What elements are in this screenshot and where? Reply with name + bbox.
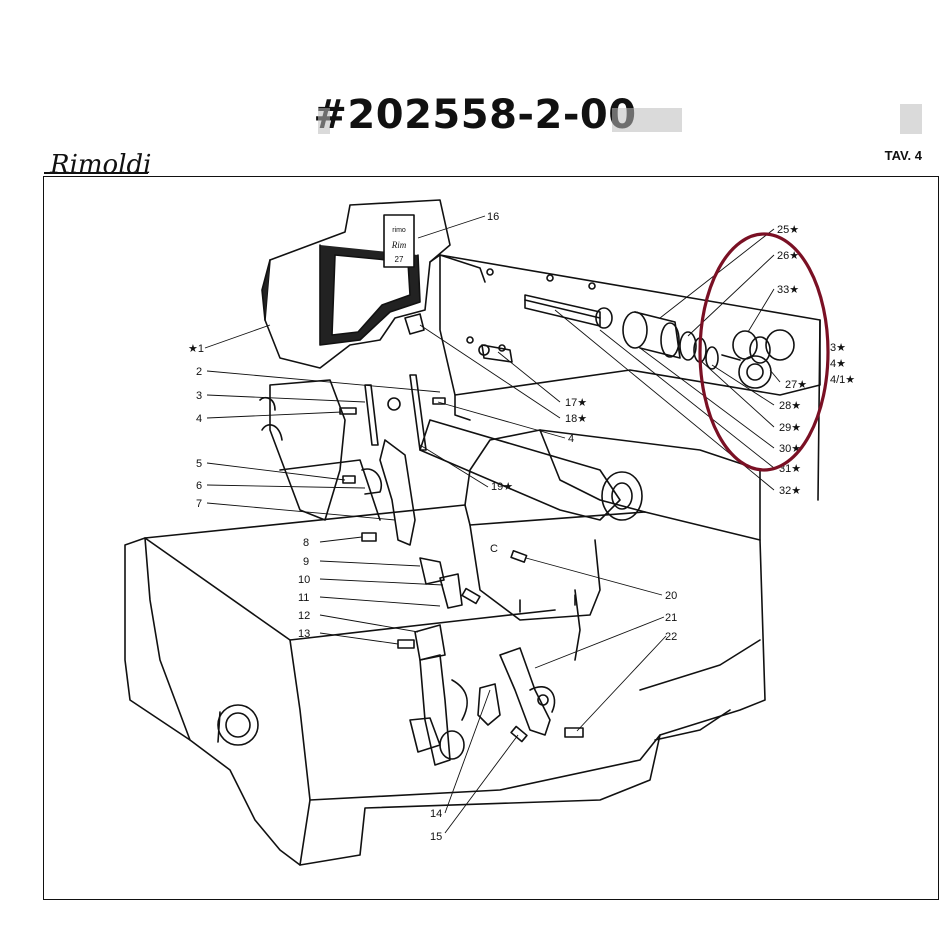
- callout-15: 15: [430, 831, 442, 843]
- badge-middle: Rim: [391, 240, 407, 250]
- callout-4-left: 4: [196, 413, 202, 425]
- scan-speckle: [612, 108, 682, 132]
- part-10: [439, 573, 463, 609]
- callout-3: 3: [196, 390, 202, 402]
- callout-24: 4★: [830, 358, 846, 370]
- callout-30: 30★: [779, 443, 801, 455]
- machine-base-rim2: [654, 709, 731, 741]
- diagram-frame: [43, 176, 939, 900]
- badge-top: rimo: [392, 227, 406, 234]
- callout-16: 16: [487, 211, 499, 223]
- callout-20: 20: [665, 590, 677, 602]
- callout-14: 14: [430, 808, 442, 820]
- callout-7: 7: [196, 498, 202, 510]
- machine-base-front-edge: [289, 639, 311, 866]
- knob-inner: [225, 712, 251, 738]
- part-14-small: [477, 683, 501, 726]
- machine-base-side: [144, 537, 191, 741]
- callout-1: ★1: [188, 343, 204, 355]
- part-12: [414, 624, 446, 661]
- callout-27: 27★: [785, 379, 807, 391]
- diagram-title: #202558-2-00: [313, 92, 637, 138]
- lever-7: [379, 439, 416, 546]
- callout-31: 31★: [779, 463, 801, 475]
- shaft-rod: [524, 299, 601, 319]
- washer: [595, 307, 613, 329]
- brand-underline: [44, 172, 148, 174]
- callout-19: 19★: [491, 481, 513, 493]
- scan-speckle: [900, 104, 922, 134]
- shaft-end: [601, 471, 643, 521]
- cover-badge: [383, 214, 415, 268]
- callout-9: 9: [303, 556, 309, 568]
- part-17: [481, 344, 513, 363]
- callout-8: 8: [303, 537, 309, 549]
- callout-26: 26★: [777, 250, 799, 262]
- badge-bottom: 27: [395, 255, 404, 264]
- callout-29: 29★: [779, 422, 801, 434]
- part-21: [499, 647, 551, 736]
- machine-base-lower: [309, 734, 661, 801]
- callout-6: 6: [196, 480, 202, 492]
- spring-33: [732, 330, 758, 360]
- machine-base: [124, 504, 766, 866]
- callout-2: 2: [196, 366, 202, 378]
- brand-logo: Rimoldi: [50, 150, 152, 180]
- part-9: [419, 557, 445, 585]
- rod-2: [409, 374, 427, 451]
- callout-10: 10: [298, 574, 310, 586]
- callout-18: 18★: [565, 413, 587, 425]
- callout-33: 33★: [777, 284, 799, 296]
- machine-base-rim: [639, 639, 761, 691]
- cylinder-25: [634, 311, 681, 359]
- main-shaft: [419, 419, 621, 521]
- callout-12: 12: [298, 610, 310, 622]
- callout-21: 21: [665, 612, 677, 624]
- part-14-lever: [419, 654, 451, 766]
- knob: [217, 704, 259, 746]
- callout-32: 32★: [779, 485, 801, 497]
- callout-24-1: 4/1★: [830, 374, 855, 386]
- callout-28: 28★: [779, 400, 801, 412]
- callout-22: 22: [665, 631, 677, 643]
- left-bracket: [269, 379, 346, 521]
- bearing-27: [738, 355, 772, 389]
- callout-23: 3★: [830, 342, 846, 354]
- rod-3: [364, 384, 379, 446]
- part-18: [404, 313, 425, 335]
- callout-4-right: 4: [568, 433, 574, 445]
- sheet-number: TAV. 4: [884, 148, 922, 163]
- callout-11: 11: [298, 592, 309, 604]
- callout-25: 25★: [777, 224, 799, 236]
- bracket-6: [361, 468, 382, 495]
- upper-arm-inner: [539, 429, 646, 513]
- upper-arm-post: [469, 524, 601, 621]
- callout-13: 13: [298, 628, 310, 640]
- machine-base-top-edge: [144, 537, 556, 641]
- highlight-circle: [698, 232, 830, 472]
- callout-5: 5: [196, 458, 202, 470]
- callout-17: 17★: [565, 397, 587, 409]
- scan-speckle: [318, 108, 330, 134]
- label-c: C: [490, 543, 498, 555]
